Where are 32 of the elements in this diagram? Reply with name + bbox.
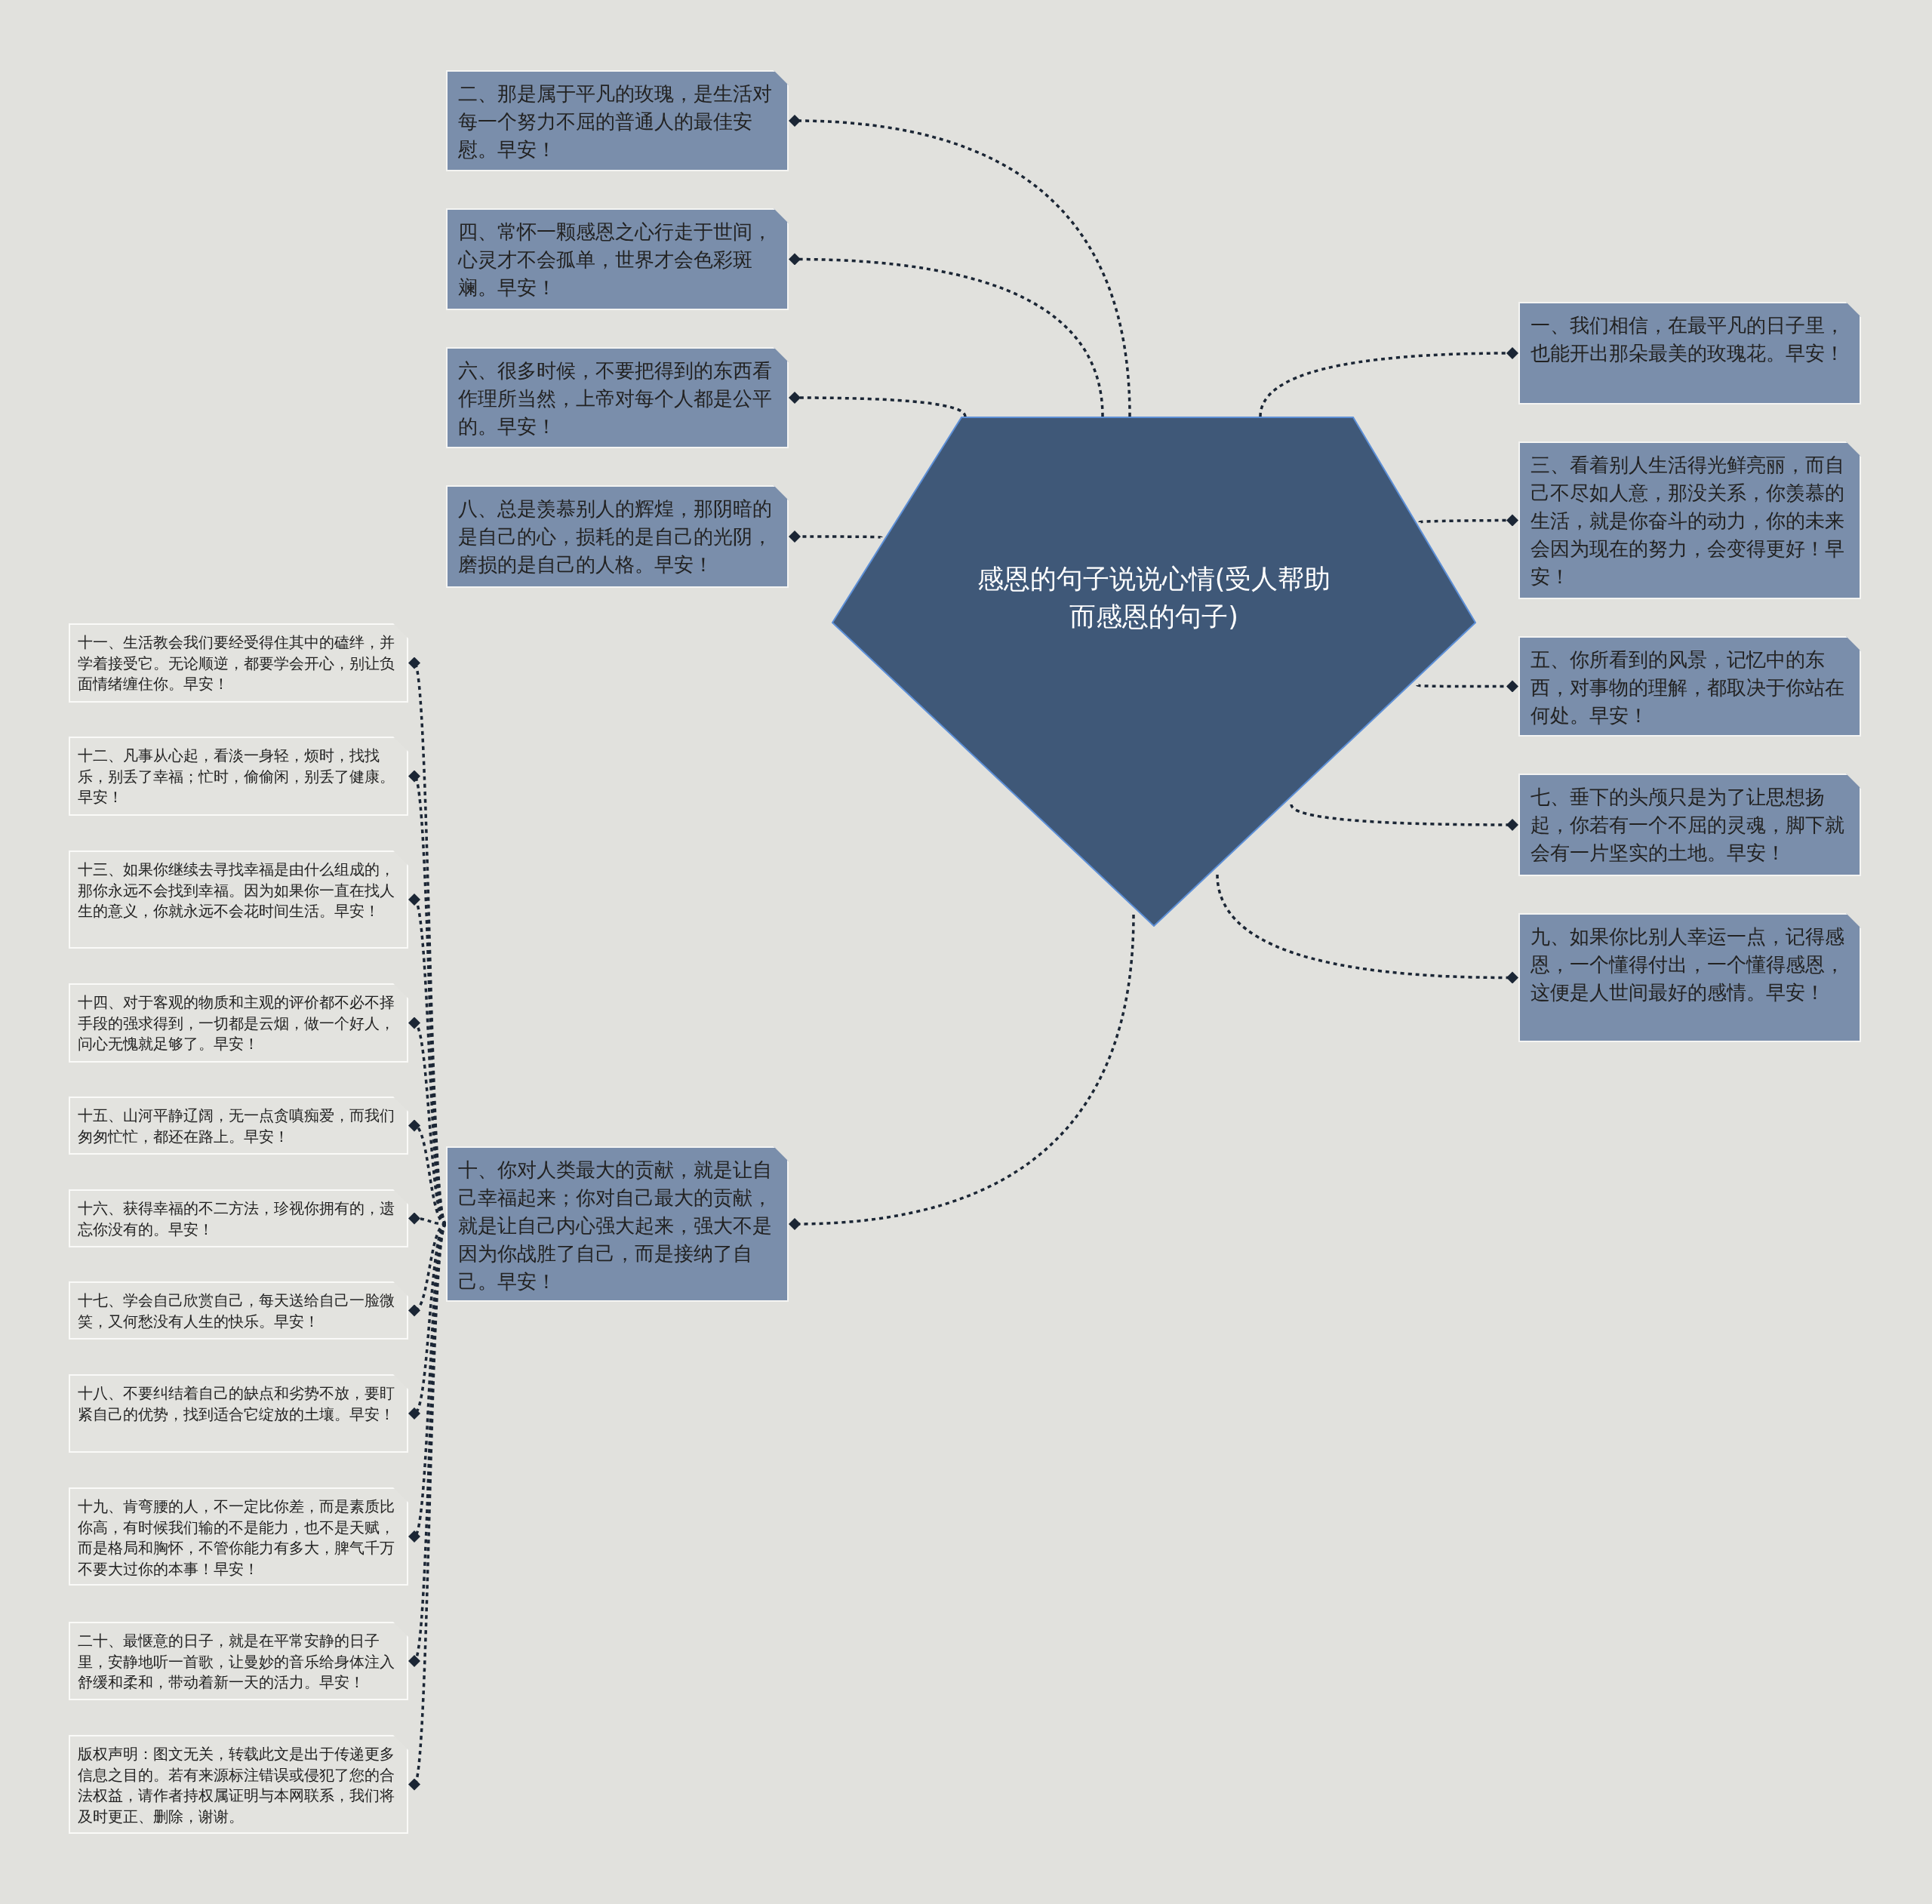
text-box: 二、那是属于平凡的玫瑰，是生活对每一个努力不屈的普通人的最佳安慰。早安！ <box>446 70 789 171</box>
text-box: 七、垂下的头颅只是为了让思想扬起，你若有一个不屈的灵魂，脚下就会有一片坚实的土地。早安！ <box>1518 774 1861 876</box>
connector <box>1216 874 1518 984</box>
text-box: 十九、肯弯腰的人，不一定比你差，而是素质比你高，有时候我们输的不是能力，也不是天赋，而是格局和胸怀，不管你能力有多大，脾气千万不要大过你的本事！早安！ <box>69 1487 408 1586</box>
text-box: 十四、对于客观的物质和主观的评价都不必不择手段的强求得到，一切都是云烟，做一个好人，问心无愧就足够了。早安！ <box>69 983 408 1063</box>
connector <box>1417 680 1518 693</box>
text-box: 九、如果你比别人幸运一点，记得感恩，一个懂得付出，一个懂得感恩，这便是人世间最好的感情。早安！ <box>1518 913 1861 1042</box>
text-box: 四、常怀一颗感恩之心行走于世间，心灵才不会孤单，世界才会色彩斑斓。早安！ <box>446 208 789 310</box>
text-box: 十、你对人类最大的贡献，就是让自己幸福起来；你对自己最大的贡献，就是让自己内心强大起来，强大不是因为你战胜了自己，而是接纳了自己。早安！ <box>446 1146 789 1302</box>
text-box: 十七、学会自己欣赏自己，每天送给自己一脸微笑，又何愁没有人生的快乐。早安！ <box>69 1281 408 1340</box>
text-box: 六、很多时候，不要把得到的东西看作理所当然，上帝对每个人都是公平的。早安！ <box>446 347 789 448</box>
text-box: 十三、如果你继续去寻找幸福是由什么组成的，那你永远不会找到幸福。因为如果你一直在找人生的意义，你就永远不会花时间生活。早安！ <box>69 850 408 949</box>
text-box: 十一、生活教会我们要经受得住其中的磕绊，并学着接受它。无论顺逆，都要学会开心，别让负面情绪缠住你。早安！ <box>69 623 408 703</box>
connector <box>789 531 882 543</box>
connector <box>789 115 1131 417</box>
connector <box>789 914 1135 1230</box>
text-box: 十五、山河平静辽阔，无一点贪嗔痴爱，而我们匆匆忙忙，都还在路上。早安！ <box>69 1097 408 1155</box>
connector <box>1259 347 1518 417</box>
text-box: 五、你所看到的风景，记忆中的东西，对事物的理解，都取决于你站在何处。早安！ <box>1518 636 1861 737</box>
central-pentagon: 感恩的句子说说心情(受人帮助而感恩的句子) <box>832 417 1476 927</box>
connector <box>1290 804 1518 831</box>
connector <box>1419 514 1518 527</box>
text-box: 版权声明：图文无关，转载此文是出于传递更多信息之目的。若有来源标注错误或侵犯了您的合法权益，请作者持权属证明与本网联系，我们将及时更正、删除，谢谢。 <box>69 1735 408 1834</box>
text-box: 十二、凡事从心起，看淡一身轻，烦时，找找乐，别丢了幸福；忙时，偷偷闲，别丢了健康。早安！ <box>69 737 408 816</box>
text-box: 二十、最惬意的日子，就是在平常安静的日子里，安静地听一首歌，让曼妙的音乐给身体注入舒缓和柔和，带动着新一天的活力。早安！ <box>69 1622 408 1700</box>
text-box: 十八、不要纠结着自己的缺点和劣势不放，要盯紧自己的优势，找到适合它绽放的土壤。早安！ <box>69 1374 408 1453</box>
connector <box>789 253 1104 417</box>
text-box: 八、总是羡慕别人的辉煌，那阴暗的是自己的心，损耗的是自己的光阴，磨损的是自己的人格。早安！ <box>446 485 789 588</box>
text-box: 十六、获得幸福的不二方法，珍视你拥有的，遗忘你没有的。早安！ <box>69 1189 408 1247</box>
text-box: 三、看着别人生活得光鲜亮丽，而自己不尽如人意，那没关系，你羡慕的生活，就是你奋斗的动力，你的未来会因为现在的努力，会变得更好！早安！ <box>1518 441 1861 599</box>
connector <box>789 392 967 417</box>
text-box: 一、我们相信，在最平凡的日子里，也能开出那朵最美的玫瑰花。早安！ <box>1518 302 1861 404</box>
